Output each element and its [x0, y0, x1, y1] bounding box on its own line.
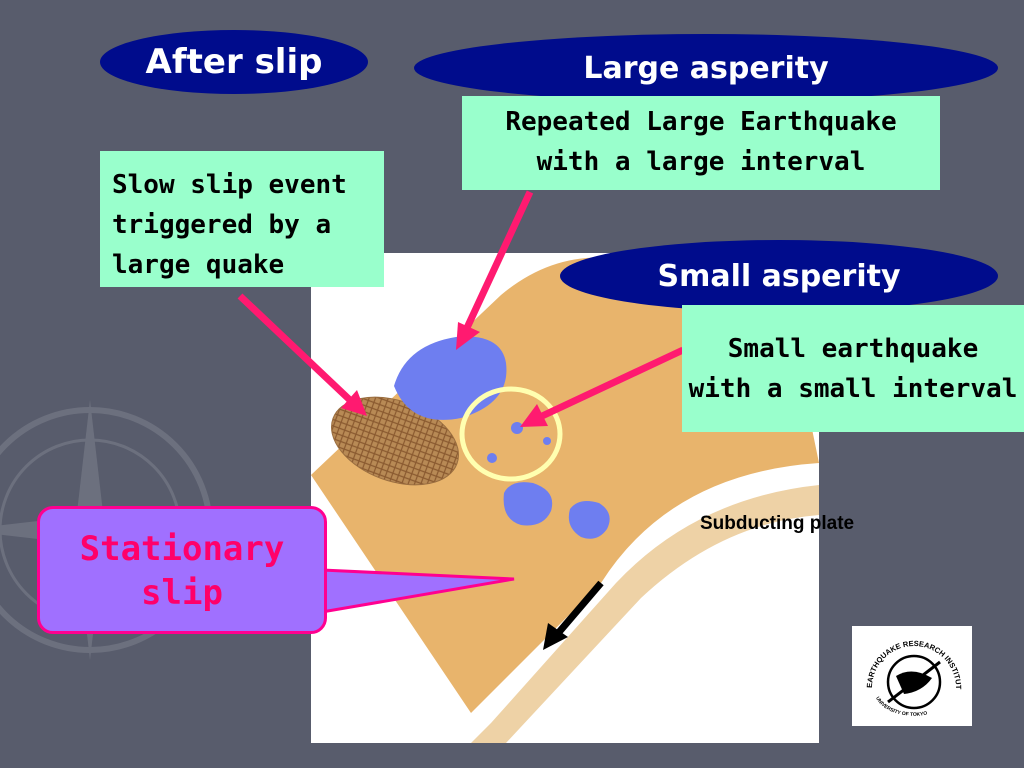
slow-slip-note: Slow slip event triggered by a large qua…	[100, 151, 384, 287]
small-asperity-label: Small asperity	[560, 240, 998, 312]
subducting-plate-label: Subducting plate	[700, 513, 855, 534]
note-line: Small earthquake	[727, 334, 979, 364]
callout-line: Stationary	[79, 529, 285, 569]
note-line: triggered by a	[112, 210, 332, 240]
logo-globe	[886, 654, 942, 710]
small-asperity-ring	[459, 386, 563, 482]
note-line: large quake	[112, 250, 285, 280]
tiny-asperity	[543, 437, 551, 445]
plate-motion-arrow	[551, 580, 604, 641]
tiny-asperity	[487, 453, 497, 463]
small-earthquake-note: Small earthquake with a small interval	[682, 305, 1024, 432]
large-earthquake-note: Repeated Large Earthquake with a large i…	[462, 96, 940, 190]
note-line: Slow slip event	[112, 170, 347, 200]
callout-line: slip	[141, 573, 223, 613]
note-line: Repeated Large Earthquake	[505, 107, 897, 137]
institute-logo: EARTHQUAKE RESEARCH INSTITUTE UNIVERSITY…	[852, 626, 972, 726]
note-line: with a large interval	[536, 147, 866, 177]
after-slip-label: After slip	[100, 30, 368, 94]
stationary-slip-callout: Stationary slip	[37, 506, 327, 634]
plate-motion-arrowhead	[543, 623, 568, 650]
note-line: with a small interval	[688, 374, 1018, 404]
small-asperity-patch	[503, 482, 553, 526]
small-asperity-patch	[568, 501, 610, 539]
subducting-slab	[471, 485, 819, 743]
large-asperity-label: Large asperity	[414, 34, 998, 102]
tiny-asperity	[511, 422, 523, 434]
